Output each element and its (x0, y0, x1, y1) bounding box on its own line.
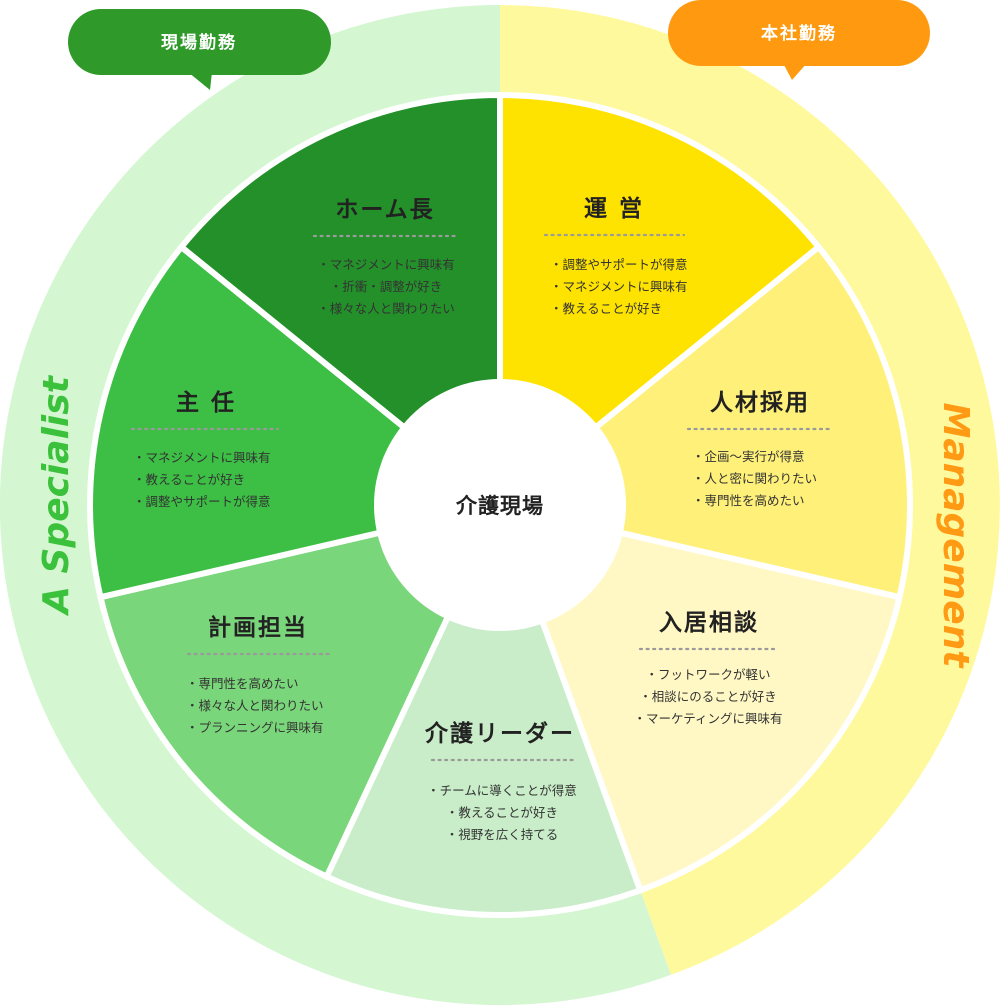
segment-6: ホーム長・マネジメントに興味有・折衝・調整が好き・様々な人と関わりたい (177, 91, 503, 512)
segment-title: 計画担当 (208, 614, 308, 641)
segment-0: 運 営・調整やサポートが得意・マネジメントに興味有・教えることが好き (497, 91, 823, 512)
bubbles-group: 現場勤務 本社勤務 (68, 0, 930, 90)
center-label: 介護現場 (455, 494, 544, 518)
bubble-right-tail (783, 63, 807, 80)
center-circle (374, 379, 626, 631)
segment-item: ・教えることが好き (550, 301, 662, 316)
segment-title: 運 営 (584, 195, 644, 222)
bubble-left-tail (188, 72, 212, 90)
segment-item: ・マーケティングに興味有 (633, 711, 782, 726)
segment-item: ・専門性を高めたい (186, 676, 299, 691)
segments-group: 運 営・調整やサポートが得意・マネジメントに興味有・教えることが好き人材採用・企… (87, 91, 913, 919)
segment-item: ・教えることが好き (133, 472, 245, 487)
segment-item: ・視野を広く持てる (446, 827, 559, 842)
segment-item: ・チームに導くことが得意 (427, 783, 577, 798)
segment-item: ・専門性を高めたい (692, 493, 805, 508)
segment-item: ・様々な人と関わりたい (317, 301, 455, 316)
side-label-right: Management (935, 403, 976, 670)
segment-title: 人材採用 (710, 390, 810, 416)
segment-item: ・マネジメントに興味有 (317, 257, 455, 272)
segment-item: ・様々な人と関わりたい (186, 698, 324, 713)
bubble-right: 本社勤務 (668, 0, 930, 80)
segment-item: ・マネジメントに興味有 (133, 450, 271, 465)
segment-wedge (322, 497, 645, 919)
segment-wedge (497, 91, 823, 512)
bubble-left-shape (68, 9, 331, 75)
segment-item: ・マネジメントに興味有 (550, 279, 688, 294)
segment-2: 入居相談・フットワークが軽い・相談にのることが好き・マーケティングに興味有 (495, 500, 904, 895)
bubble-left: 現場勤務 (68, 9, 331, 90)
segment-item: ・相談にのることが好き (639, 689, 777, 704)
segment-item: ・フットワークが軽い (645, 667, 770, 682)
segment-item: ・調整やサポートが得意 (550, 257, 688, 272)
bubble-left-label: 現場勤務 (161, 32, 237, 53)
segment-wedge (96, 500, 506, 881)
segment-title: 入居相談 (659, 609, 759, 636)
segment-title: 主 任 (176, 389, 236, 416)
bubble-right-label: 本社勤務 (761, 23, 837, 44)
segment-item: ・調整やサポートが得意 (133, 494, 271, 509)
segment-4: 計画担当・専門性を高めたい・様々な人と関わりたい・プランニングに興味有 (96, 500, 506, 881)
segment-wedge (177, 91, 503, 512)
bubble-right-shape (668, 0, 930, 66)
side-label-left: A Specialist (36, 374, 77, 617)
segment-item: ・折衝・調整が好き (330, 279, 443, 294)
segment-item: ・企画～実行が得意 (692, 449, 805, 464)
segment-item: ・プランニングに興味有 (186, 720, 324, 735)
segment-item: ・人と密に関わりたい (692, 471, 817, 486)
segment-title: ホーム長 (335, 197, 434, 223)
segment-item: ・教えることが好き (446, 805, 558, 820)
center-hub: 介護現場 (374, 379, 626, 631)
segment-wedge (495, 500, 904, 895)
segment-3: 介護リーダー・チームに導くことが得意・教えることが好き・視野を広く持てる (322, 497, 645, 919)
segment-title: 介護リーダー (424, 720, 575, 747)
